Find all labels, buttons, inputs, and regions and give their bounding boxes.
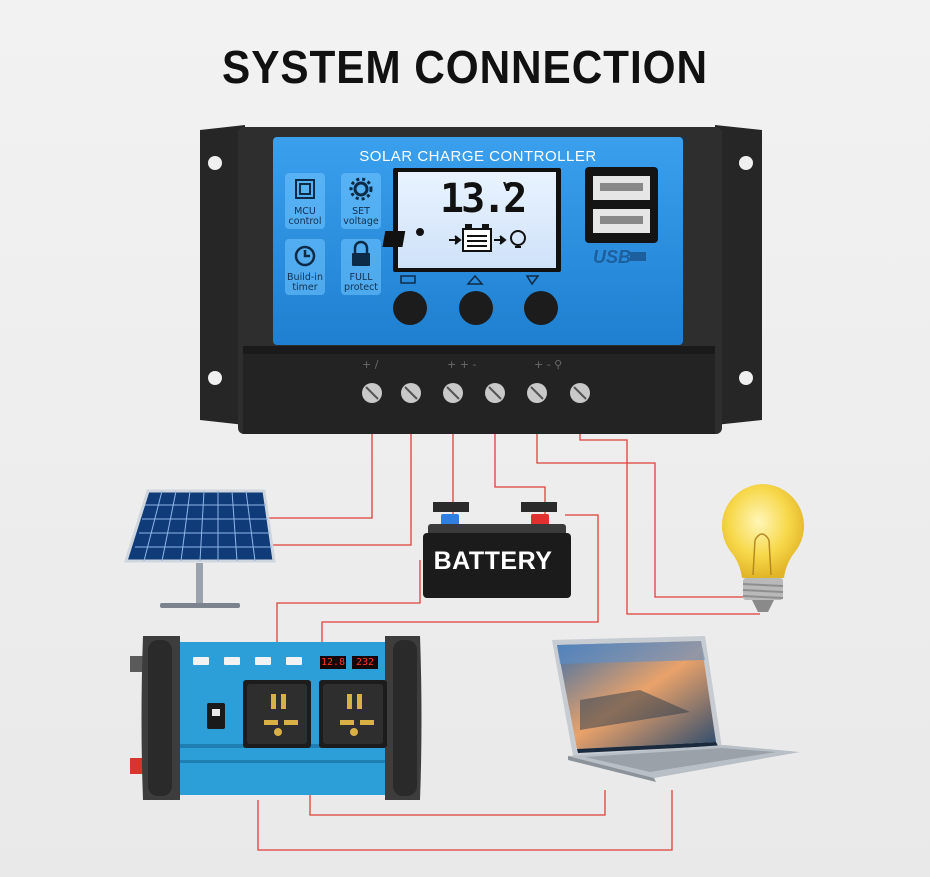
wire-laptop-1 — [309, 790, 606, 816]
light-bulb — [721, 484, 805, 612]
button-symbols — [400, 274, 540, 286]
controller-button-down[interactable] — [524, 291, 558, 325]
wire-battery-negative — [494, 395, 546, 515]
controller-button-menu[interactable] — [393, 291, 427, 325]
key-line1: MCU — [294, 206, 316, 217]
controller-label: SOLAR CHARGE CONTROLLER — [359, 148, 597, 165]
screw-terminals — [362, 383, 590, 403]
solar-panel — [123, 489, 276, 608]
clock-icon — [294, 245, 316, 267]
key-build-in-timer: Build-in timer — [285, 273, 325, 293]
key-full-protect: FULL protect — [341, 273, 381, 293]
svg-text:+ - ⚲: + - ⚲ — [534, 358, 562, 371]
controller-button-up[interactable] — [459, 291, 493, 325]
inverter-output-display: 232 — [352, 656, 378, 669]
key-line2: timer — [292, 282, 318, 293]
laptop — [552, 636, 800, 782]
controller-key-icons — [285, 173, 381, 295]
key-line2: protect — [343, 282, 379, 293]
key-mcu-control: MCU control — [285, 207, 325, 227]
chip-icon — [295, 179, 315, 199]
gear-icon — [349, 177, 373, 201]
wire-solar-negative — [270, 395, 412, 546]
key-line2: control — [288, 216, 322, 227]
svg-text:+ + -: + + - — [447, 358, 476, 371]
inverter — [130, 636, 422, 800]
svg-text:+ /: + / — [362, 358, 379, 371]
wire-load-positive — [536, 395, 745, 598]
inverter-voltage-display: 12.8 — [320, 656, 346, 669]
inverter-ac-sockets — [243, 680, 387, 748]
lcd-voltage-readout: 13.2 — [440, 176, 527, 222]
key-line1: FULL — [349, 272, 373, 283]
wire-laptop-2 — [257, 790, 673, 851]
battery — [423, 502, 571, 598]
lock-icon — [352, 240, 370, 266]
wire-solar-positive — [265, 395, 373, 519]
battery-bars-icon — [462, 224, 492, 252]
wire-inverter-positive — [276, 560, 421, 645]
key-line1: Build-in — [287, 272, 323, 283]
lcd-bulb-icon — [510, 230, 526, 248]
key-set-voltage: SET voltage — [341, 207, 381, 227]
inverter-usb-ports — [193, 657, 302, 665]
usb-port-icon — [585, 167, 658, 261]
solar-charge-controller: + / + + - + - ⚲ — [200, 125, 762, 434]
key-line1: SET — [352, 206, 370, 217]
key-line2: voltage — [343, 216, 379, 227]
sun-panel-icon — [382, 228, 424, 247]
usb-label: USB — [593, 247, 632, 267]
battery-label: BATTERY — [433, 547, 553, 575]
lcd-voltage-unit: V — [503, 180, 513, 194]
lcd-flow-icons — [382, 224, 526, 252]
wire-inverter-negative — [321, 514, 599, 645]
page-title: SYSTEM CONNECTION — [222, 41, 708, 93]
